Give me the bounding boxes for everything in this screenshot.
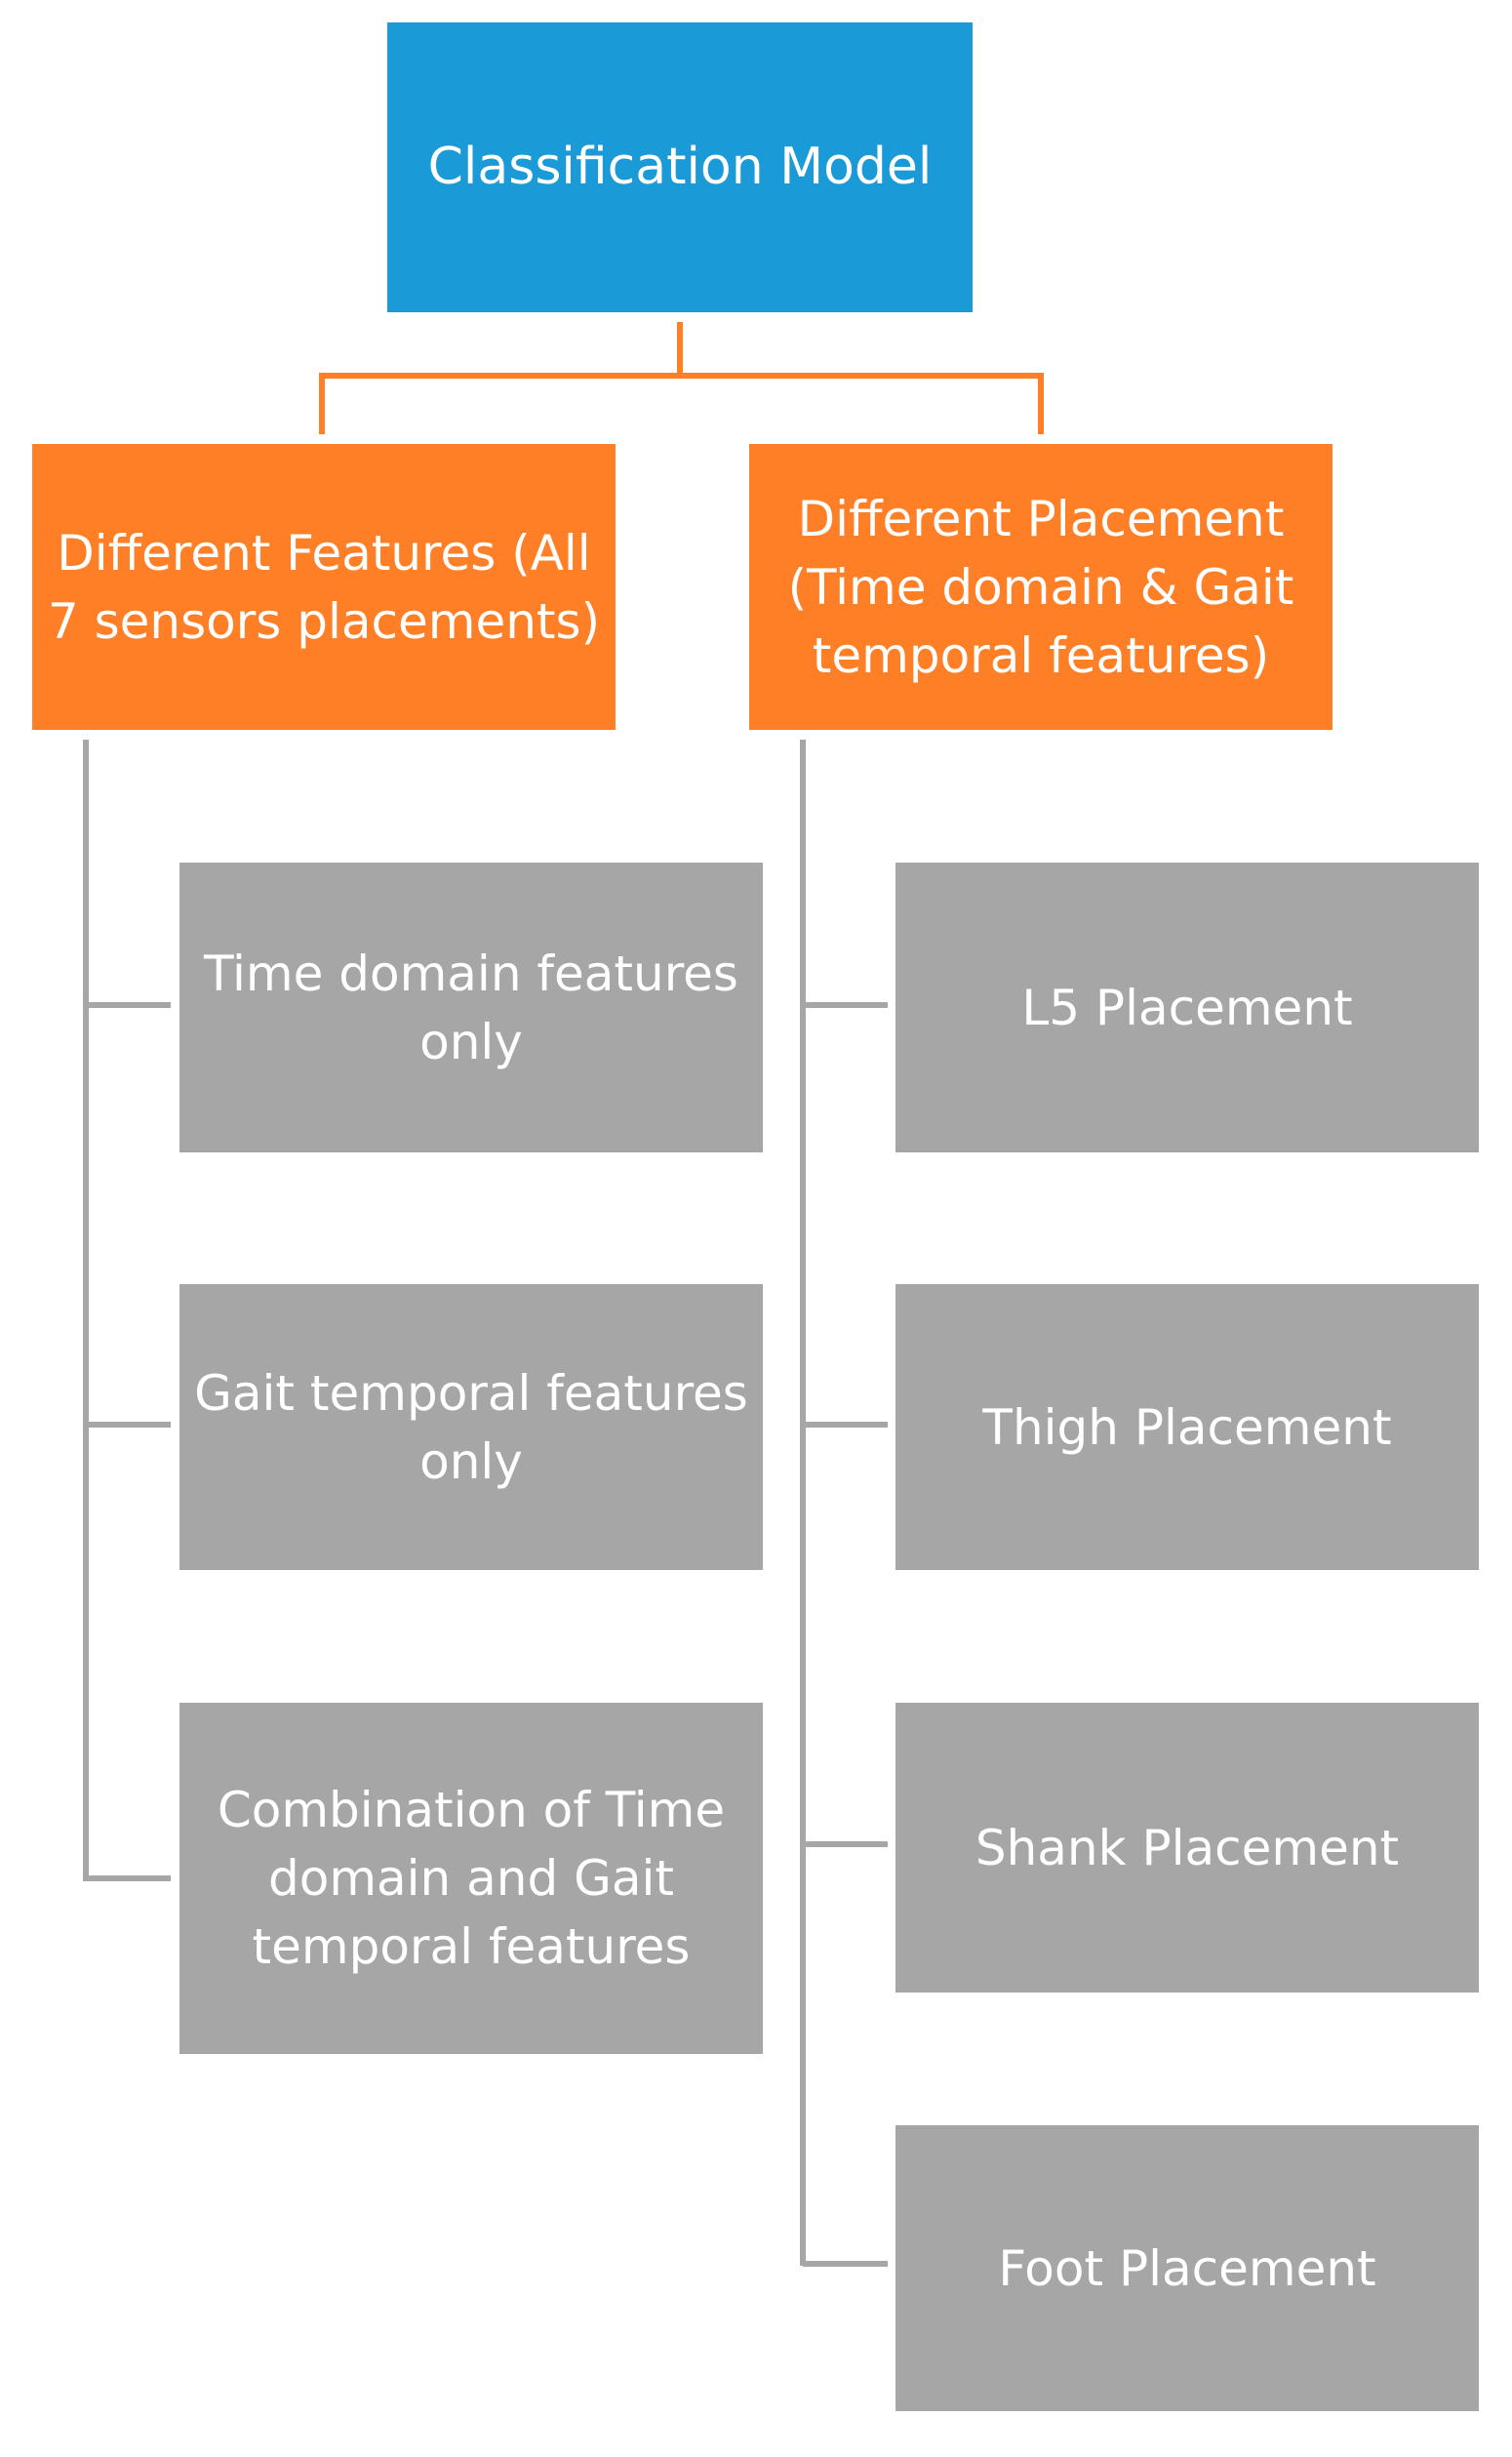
root-connector	[319, 322, 683, 434]
leaf-node-shank-placement: Shank Placement	[895, 1703, 1479, 1993]
leaf-node-gait-temporal-features: Gait temporal features only	[179, 1284, 763, 1570]
branch-node-label: Different Placement (Time domain & Gait …	[787, 490, 1294, 684]
leaf-node-time-domain-features: Time domain features only	[179, 863, 763, 1152]
leaf-node-combination-features: Combination of Time domain and Gait temp…	[179, 1703, 763, 2054]
leaf-node-l5-placement: L5 Placement	[895, 863, 1479, 1152]
leaf-node-label: Shank Placement	[975, 1819, 1400, 1876]
leaf-node-label: Gait temporal features only	[194, 1364, 748, 1490]
root-node-label: Classification Model	[427, 138, 933, 196]
leaf-node-label: Combination of Time domain and Gait temp…	[217, 1782, 726, 1975]
leaf-node-foot-placement: Foot Placement	[895, 2125, 1479, 2411]
leaf-node-label: L5 Placement	[1021, 979, 1353, 1036]
root-connector-right	[680, 373, 1044, 434]
branch-node-different-placement: Different Placement (Time domain & Gait …	[749, 444, 1333, 730]
root-node-classification-model: Classification Model	[387, 22, 973, 312]
branch-node-different-features: Different Features (All 7 sensors placem…	[32, 444, 616, 730]
leaf-node-label: Foot Placement	[998, 2239, 1376, 2297]
leaf-node-thigh-placement: Thigh Placement	[895, 1284, 1479, 1570]
leaf-node-label: Thigh Placement	[982, 1398, 1392, 1456]
branch-node-label: Different Features (All 7 sensors placem…	[47, 524, 601, 650]
leaf-node-label: Time domain features only	[204, 945, 738, 1070]
